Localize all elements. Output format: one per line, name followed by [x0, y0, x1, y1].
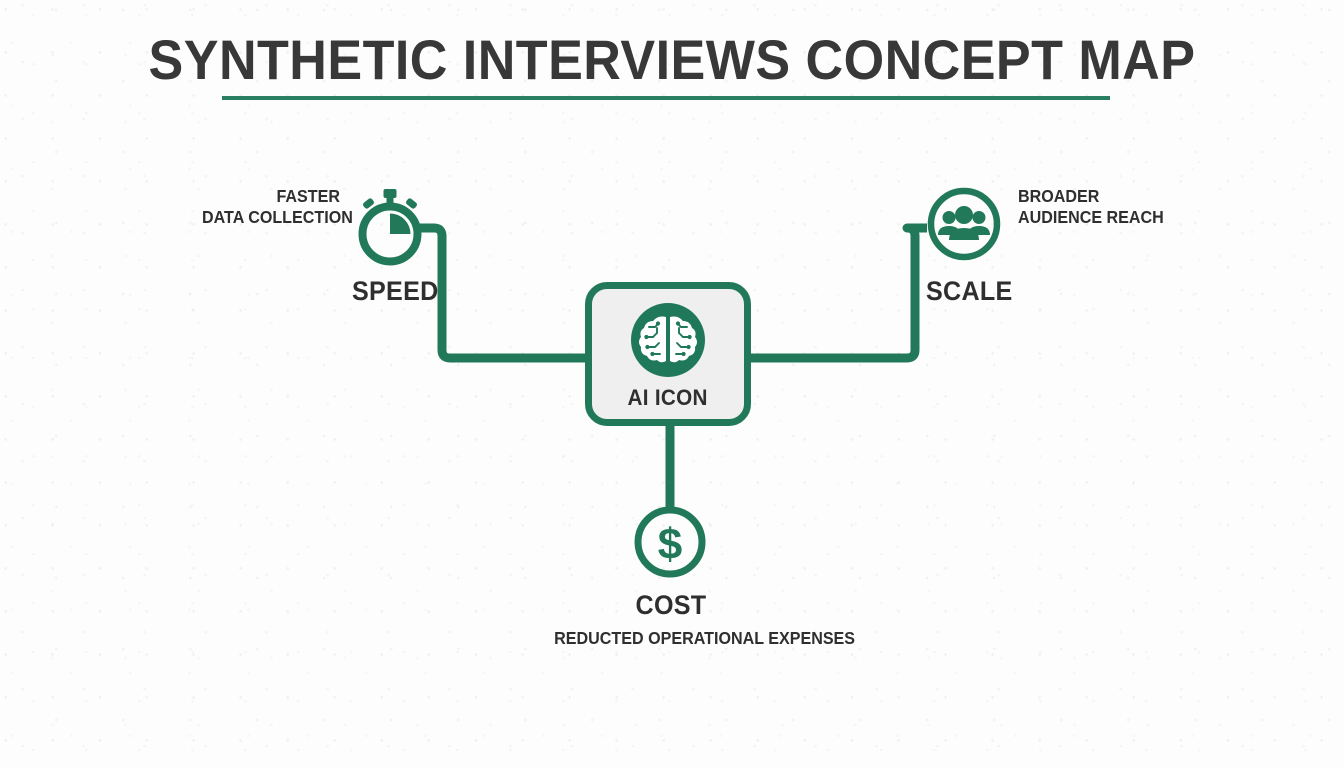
scale-description-line1: BROADER	[1018, 186, 1100, 206]
connector-scale-to-center	[748, 223, 927, 363]
speed-description-line2: DATA COLLECTION	[202, 206, 353, 227]
cost-title: COST	[635, 590, 707, 620]
scale-title: SCALE	[926, 276, 1013, 306]
page-title: SYNTHETIC INTERVIEWS CONCEPT MAP	[148, 28, 1196, 91]
svg-text:$: $	[658, 520, 682, 569]
cost-description-line1: REDUCTED OPERATIONAL EXPENSES	[554, 628, 856, 648]
dollar-circle-icon: $	[632, 504, 708, 580]
speed-description: FASTER DATA COLLECTION	[202, 186, 353, 227]
scale-description: BROADER AUDIENCE REACH	[1018, 186, 1230, 227]
node-speed[interactable]: FASTER DATA COLLECTION SPEED	[202, 186, 438, 306]
connector-speed-to-center	[419, 223, 592, 363]
node-cost[interactable]: $ COST REDUCTED OPERATIONAL EXPENSES	[554, 504, 855, 648]
node-scale[interactable]: BROADER AUDIENCE REACH SCALE	[926, 186, 1164, 306]
title-underline	[222, 96, 1110, 100]
scale-description-line2: AUDIENCE REACH	[1018, 206, 1164, 227]
stopwatch-icon	[348, 186, 432, 270]
people-group-icon	[926, 186, 1002, 262]
speed-description-line1: FASTER	[276, 186, 340, 206]
brain-icon	[631, 303, 705, 377]
cost-description: REDUCTED OPERATIONAL EXPENSES	[554, 628, 856, 649]
speed-title: SPEED	[352, 276, 439, 306]
center-node-label: AI ICON	[627, 385, 709, 410]
center-node-ai[interactable]: AI ICON	[585, 282, 751, 426]
